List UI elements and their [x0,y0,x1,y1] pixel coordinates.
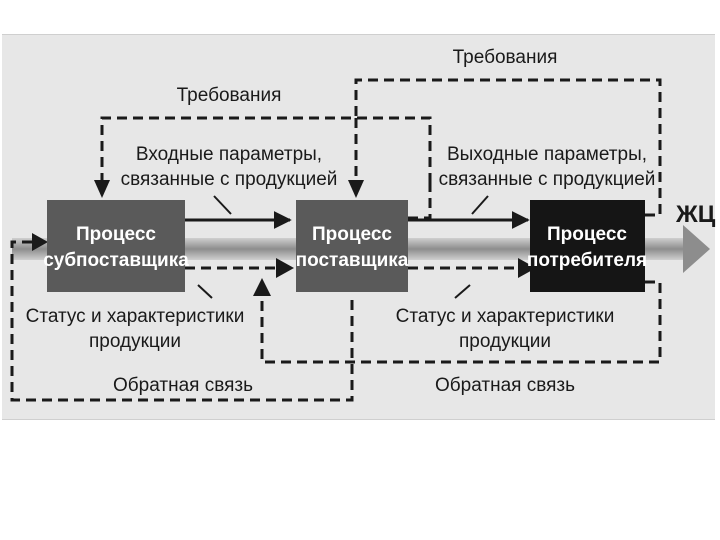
lifecycle-label: ЖЦ [675,201,716,228]
req-left-head [94,180,110,198]
input-params-line2: связанные с продукцией [121,169,338,190]
input-params-line1: Входные параметры, [136,144,322,165]
supplier-to-consumer-dash [408,183,432,220]
dashed-connectors [10,78,662,402]
process-consumer: Процесс потребителя [527,200,647,292]
feedback-left-head [32,233,48,251]
consumer-label-line1: Процесс [547,224,627,245]
status-left-line2: продукции [89,331,181,352]
dashed-arrow-heads [32,180,536,296]
subsupplier-label-line2: субпоставщика [43,250,189,271]
consumer-label-line2: потребителя [527,250,647,271]
output-params-line2: связанные с продукцией [439,169,656,190]
status-right-line1: Статус и характеристики [396,306,615,327]
status-right-head [518,258,536,278]
requirements-right-line [354,78,662,217]
status-left-head [276,258,294,278]
process-supplier: Процесс поставщика [296,200,409,292]
status-right-line2: продукции [459,331,551,352]
lifecycle-arrow-head [683,225,710,273]
process-subsupplier: Процесс субпоставщика [43,200,189,292]
feedback-right-head [253,278,271,296]
subsupplier-label-line1: Процесс [76,224,156,245]
feedback-left-line [10,240,354,402]
feedback-right-line [260,280,662,364]
supplier-label-line2: поставщика [296,250,409,271]
requirements-left-line [100,116,432,185]
requirements-right-label: Требования [453,47,558,68]
req-drop-head [348,180,364,198]
feedback-left-label: Обратная связь [113,375,253,396]
feedback-right-label: Обратная связь [435,375,575,396]
output-params-line1: Выходные параметры, [447,144,647,165]
requirements-left-label: Требования [177,85,282,106]
supplier-label-line1: Процесс [312,224,392,245]
label-pointers [197,195,489,299]
status-left-line1: Статус и характеристики [26,306,245,327]
